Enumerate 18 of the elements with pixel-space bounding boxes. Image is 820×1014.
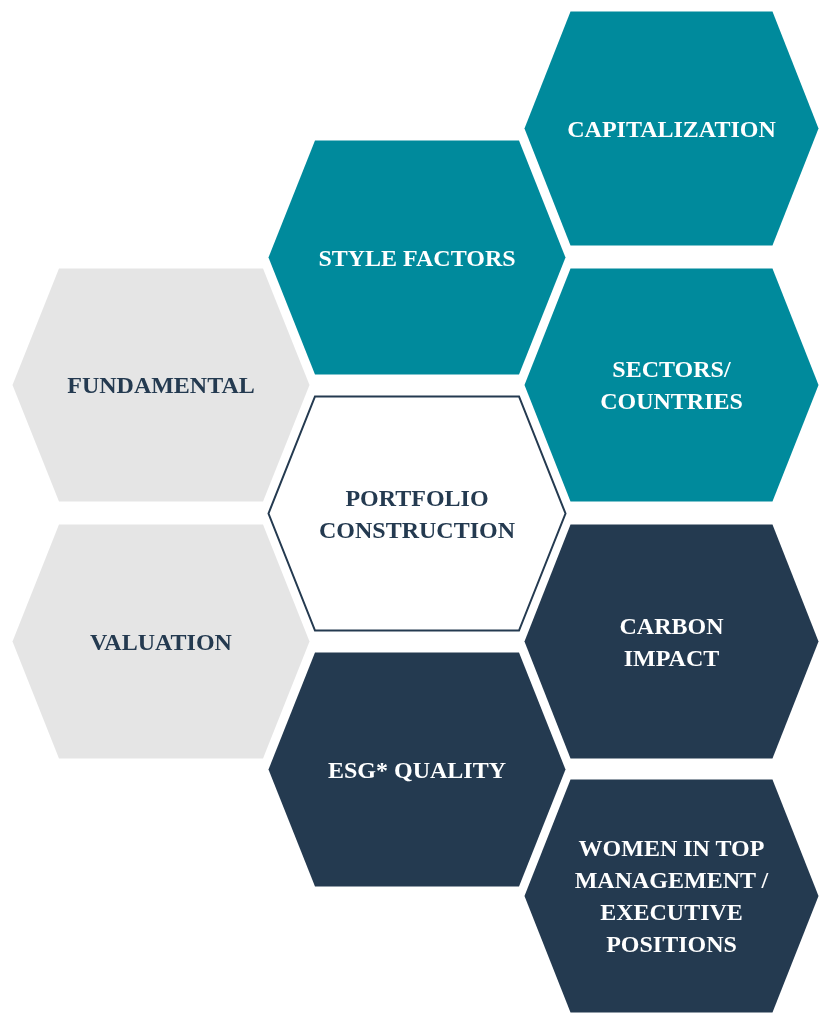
hexagon-label: STYLE FACTORS: [318, 243, 516, 273]
hexagon: [523, 267, 820, 503]
hexagon: [523, 10, 820, 247]
hexagon-label: WOMEN IN TOP MANAGEMENT / EXECUTIVE POSITIONS: [573, 834, 770, 959]
hexagon: [11, 267, 311, 503]
hexagon-label: FUNDAMENTAL: [67, 371, 255, 400]
hexagon: [267, 139, 567, 376]
hexagon-label: SECTORS/ COUNTRIES: [599, 355, 744, 416]
hexagon: [267, 651, 567, 888]
hexagon-label: VALUATION: [90, 627, 232, 657]
hexagon: [523, 523, 820, 760]
hexagon: [267, 395, 567, 632]
hexagon-label: ESG* QUALITY: [327, 755, 506, 785]
hexagon: [11, 523, 311, 760]
hexagon-label: CAPITALIZATION: [567, 114, 776, 144]
hexagon-label: PORTFOLIO CONSTRUCTION: [318, 483, 516, 545]
hexagon-label: CARBON IMPACT: [618, 611, 725, 673]
hexagon: [523, 778, 820, 1014]
